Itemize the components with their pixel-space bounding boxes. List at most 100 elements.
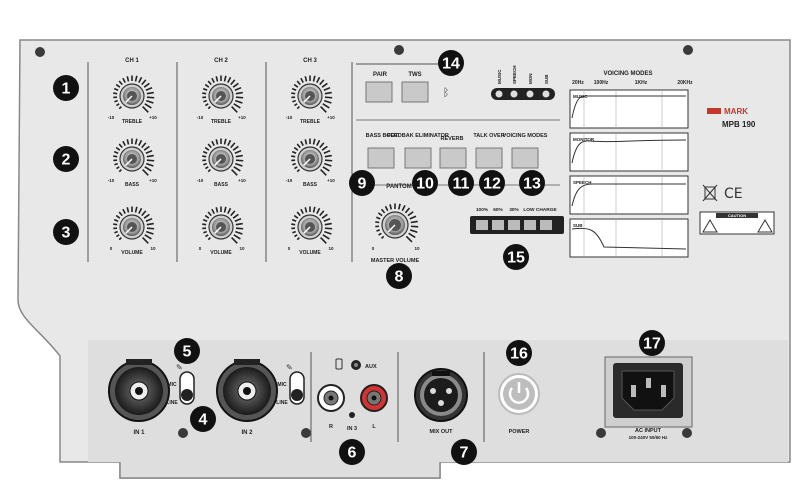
in1-line-label: LINE (166, 400, 178, 406)
scale-min-label: -10 (286, 115, 293, 120)
callout-3: 3 (53, 219, 79, 245)
svg-text:10: 10 (416, 176, 434, 193)
channel-label: CH 1 (125, 58, 139, 64)
knob-label: VOLUME (299, 250, 321, 256)
caution-label: CAUTION (699, 211, 775, 235)
power-button[interactable] (498, 373, 540, 415)
voicing-graph-speech: SPEECH (569, 175, 689, 215)
rca-left-jack[interactable] (360, 384, 388, 412)
svg-text:2: 2 (62, 152, 71, 169)
phantom-label: PANTOM (386, 184, 411, 190)
scale-min-label: 0 (199, 246, 202, 251)
reverb-button[interactable] (439, 147, 467, 169)
mix-out-label: MIX OUT (430, 429, 454, 435)
ch1-volume-knob[interactable] (113, 206, 155, 244)
ch3-volume-knob[interactable] (291, 206, 333, 244)
callout-5: 5 (174, 338, 200, 364)
screw (683, 45, 693, 55)
ch1-treble-knob[interactable] (113, 75, 155, 113)
screw (301, 428, 311, 438)
mic-icon: ✎ (286, 363, 293, 372)
rca-right-jack[interactable] (317, 384, 345, 412)
r-label: R (329, 424, 333, 430)
channel-label: CH 2 (214, 58, 228, 64)
battery-level-label: 100% (476, 207, 489, 213)
callout-7: 7 (451, 439, 477, 465)
ch2-bass-knob[interactable] (202, 138, 244, 176)
l-label: L (372, 424, 376, 430)
callout-16: 16 (506, 340, 532, 366)
scale-min-label: 0 (288, 246, 291, 251)
mode-label: SUB (573, 223, 583, 228)
pair-button[interactable] (365, 81, 393, 103)
feedback-button[interactable] (404, 147, 432, 169)
master-volume-knob[interactable] (375, 203, 419, 243)
in2-mic-label: MIC (277, 382, 287, 388)
frequency-label: 100Hz (594, 80, 609, 86)
ch2-volume-knob[interactable] (202, 206, 244, 244)
voicing-indicator-label: MON (528, 74, 533, 85)
ac-input-socket[interactable] (604, 356, 693, 428)
scale-min-label: -10 (286, 178, 293, 183)
svg-text:16: 16 (510, 346, 528, 363)
talk-over-button[interactable] (475, 147, 503, 169)
svg-text:9: 9 (358, 176, 367, 193)
screw (35, 47, 45, 57)
ch1-bass-knob[interactable] (113, 138, 155, 176)
callout-10: 10 (412, 170, 438, 196)
svg-text:6: 6 (348, 445, 357, 462)
in2-label: IN 2 (241, 430, 253, 436)
bluetooth-icon: ᛒ (443, 86, 450, 99)
battery-level-label: 60% (493, 207, 503, 213)
battery-indicator: 100% 60% 30% LOW CHARGE (470, 207, 564, 234)
svg-text:13: 13 (523, 176, 541, 193)
in2-mic-line-switch[interactable] (289, 371, 305, 405)
ch2-treble-knob[interactable] (202, 75, 244, 113)
callout-12: 12 (479, 170, 505, 196)
in1-mic-line-switch[interactable] (179, 371, 195, 405)
ch3-treble-knob[interactable] (291, 75, 333, 113)
btn-label-feedback: FEEDBAK ELIMINATOR (387, 133, 449, 139)
screw (394, 45, 404, 55)
ch3-bass-knob[interactable] (291, 138, 333, 176)
voicing-indicator-label: SUB (544, 74, 549, 84)
mix-out-xlr-jack[interactable] (414, 368, 468, 422)
voicing-button[interactable] (511, 147, 539, 169)
callout-15: 15 (503, 244, 529, 270)
power-icon (508, 387, 530, 404)
scale-max-label: +10 (149, 178, 157, 183)
scale-min-label: 0 (372, 246, 375, 251)
battery-level-label: LOW CHARGE (523, 207, 557, 213)
knob-label: TREBLE (122, 119, 143, 125)
brand: MARK MPB 190 (707, 107, 756, 129)
in2-combo-jack[interactable] (216, 359, 278, 422)
voicing-graph-music: MUSIC (569, 89, 689, 129)
in1-combo-jack[interactable] (108, 359, 170, 422)
scale-min-label: -10 (197, 178, 204, 183)
knob-label: TREBLE (300, 119, 321, 125)
svg-text:3: 3 (62, 225, 71, 242)
aux-jack[interactable] (351, 360, 361, 370)
battery-level-label: 30% (509, 207, 519, 213)
bass-boost-button[interactable] (367, 147, 395, 169)
screw (596, 428, 606, 438)
callout-1: 1 (53, 75, 79, 101)
in2-line-label: LINE (276, 400, 288, 406)
knob-label: BASS (125, 182, 140, 188)
knob-label: VOLUME (121, 250, 143, 256)
bluetooth-section: PAIR TWS ᛒ (356, 63, 450, 103)
scale-max-label: +10 (327, 115, 335, 120)
brand-logo-text: MARK (724, 107, 748, 116)
knob-label: VOLUME (210, 250, 232, 256)
weee-bin-icon (702, 184, 718, 202)
scale-min-label: -10 (108, 178, 115, 183)
svg-text:11: 11 (453, 176, 470, 193)
btn-label-talk-over: TALK OVER (473, 133, 504, 139)
svg-text:4: 4 (199, 412, 208, 429)
in3-label: IN 3 (347, 426, 357, 432)
tws-button[interactable] (401, 81, 429, 103)
